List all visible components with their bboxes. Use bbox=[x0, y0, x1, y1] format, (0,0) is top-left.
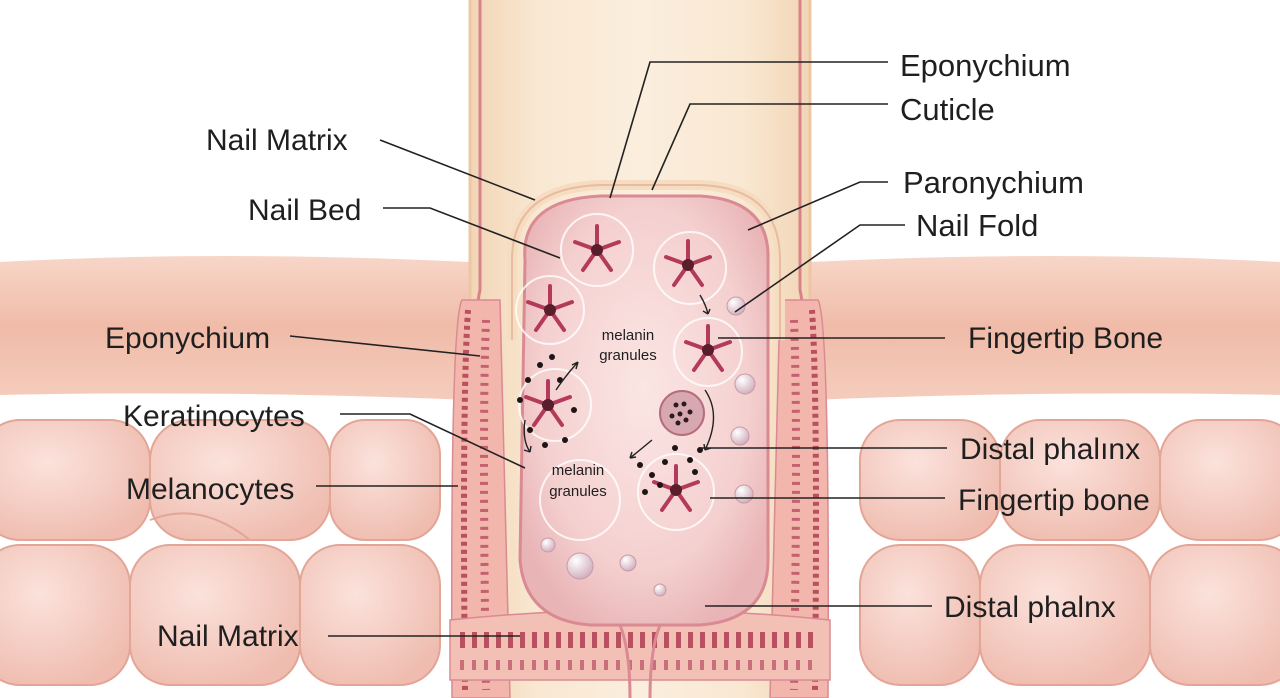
label-eponychium-top: Eponychium bbox=[900, 48, 1071, 83]
label-paronychium: Paronychium bbox=[903, 165, 1084, 200]
label-nail-bed: Nail Bed bbox=[248, 194, 361, 227]
label-keratinocytes: Keratinocytes bbox=[123, 400, 305, 433]
villi-bottom bbox=[449, 609, 831, 681]
tissue-cells-right bbox=[859, 419, 1280, 686]
melanin-granules-upper-line1: melanin bbox=[602, 327, 655, 344]
melanosome-cluster bbox=[659, 390, 705, 436]
melanin-dots bbox=[517, 354, 703, 495]
melanocyte-cells bbox=[524, 224, 732, 512]
nail-matrix-chamber bbox=[507, 180, 785, 698]
tissue-cells-left bbox=[0, 419, 441, 686]
label-nail-matrix-bottom: Nail Matrix bbox=[157, 620, 299, 653]
label-distal-phalnx: Distal phalnx bbox=[944, 591, 1116, 624]
label-nail-matrix-top: Nail Matrix bbox=[206, 124, 348, 157]
label-fingertip-bone: Fingertip Bone bbox=[968, 322, 1163, 355]
vesicles bbox=[540, 296, 756, 597]
melanin-granules-upper-line2: granules bbox=[599, 347, 657, 364]
label-distal-phalinx: Distal phalınx bbox=[960, 433, 1140, 466]
callout-lines bbox=[289, 61, 947, 637]
label-melanocytes: Melanocytes bbox=[126, 473, 294, 506]
melanin-granules-lower-line2: granules bbox=[549, 483, 607, 500]
label-fingertip-bone-lower: Fingertip bone bbox=[958, 484, 1150, 517]
label-eponychium-left: Eponychium bbox=[105, 322, 270, 355]
cell-outlines bbox=[515, 213, 743, 541]
label-cuticle: Cuticle bbox=[900, 92, 995, 127]
skin-band bbox=[0, 256, 1280, 400]
movement-arrows bbox=[523, 294, 715, 459]
villi-left bbox=[450, 299, 511, 698]
label-nail-fold: Nail Fold bbox=[916, 208, 1038, 243]
melanin-granules-lower-line1: melanin bbox=[552, 462, 605, 479]
